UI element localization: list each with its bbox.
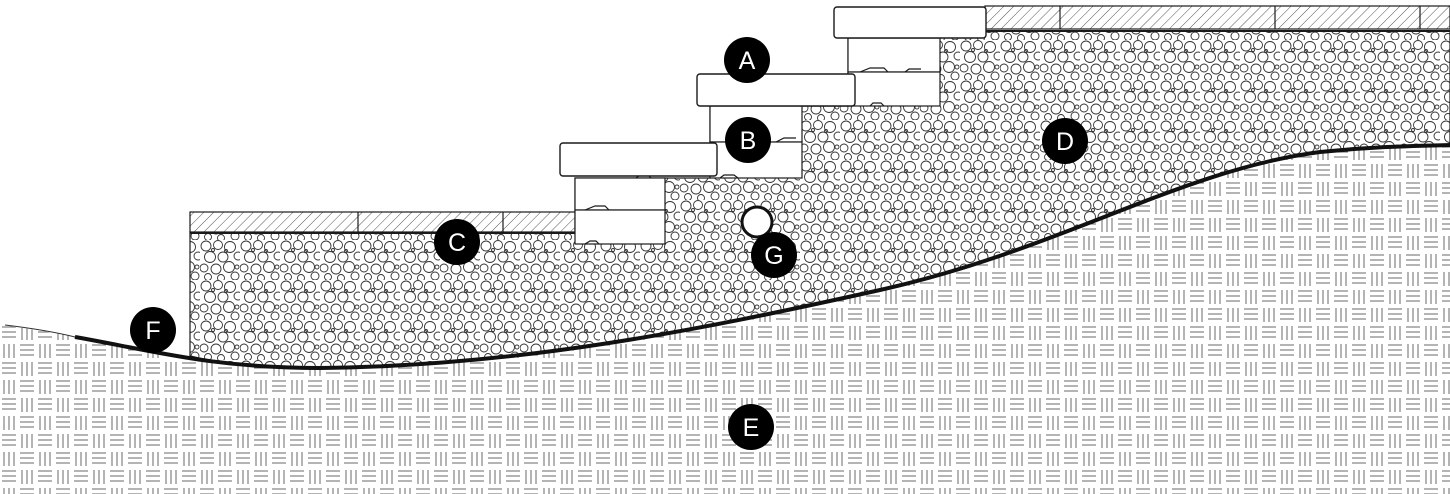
grade-line (4, 324, 76, 338)
callout-a: A (724, 37, 770, 83)
upper-paver-course (940, 5, 1450, 32)
callout-c: C (434, 219, 480, 265)
callout-d-label: D (1056, 128, 1074, 156)
callout-a-label: A (739, 47, 756, 75)
geotextile-fabric-line (74, 143, 1450, 371)
wall-blocks-step-3 (847, 37, 941, 107)
wall-blocks-step-1 (574, 174, 666, 245)
callout-e: E (728, 404, 774, 450)
callout-f: F (130, 307, 176, 353)
callout-b-label: B (740, 127, 757, 155)
step-treads (559, 6, 987, 177)
lower-paver-course (189, 211, 576, 234)
callout-f-label: F (145, 317, 160, 345)
callout-b: B (725, 117, 771, 163)
subgrade-soil (0, 145, 1450, 494)
callout-g-label: G (764, 242, 783, 270)
callout-c-label: C (448, 229, 466, 257)
drain-pipe (740, 205, 774, 239)
callout-e-label: E (743, 414, 760, 442)
callout-d: D (1042, 118, 1088, 164)
callout-g: G (751, 232, 797, 278)
